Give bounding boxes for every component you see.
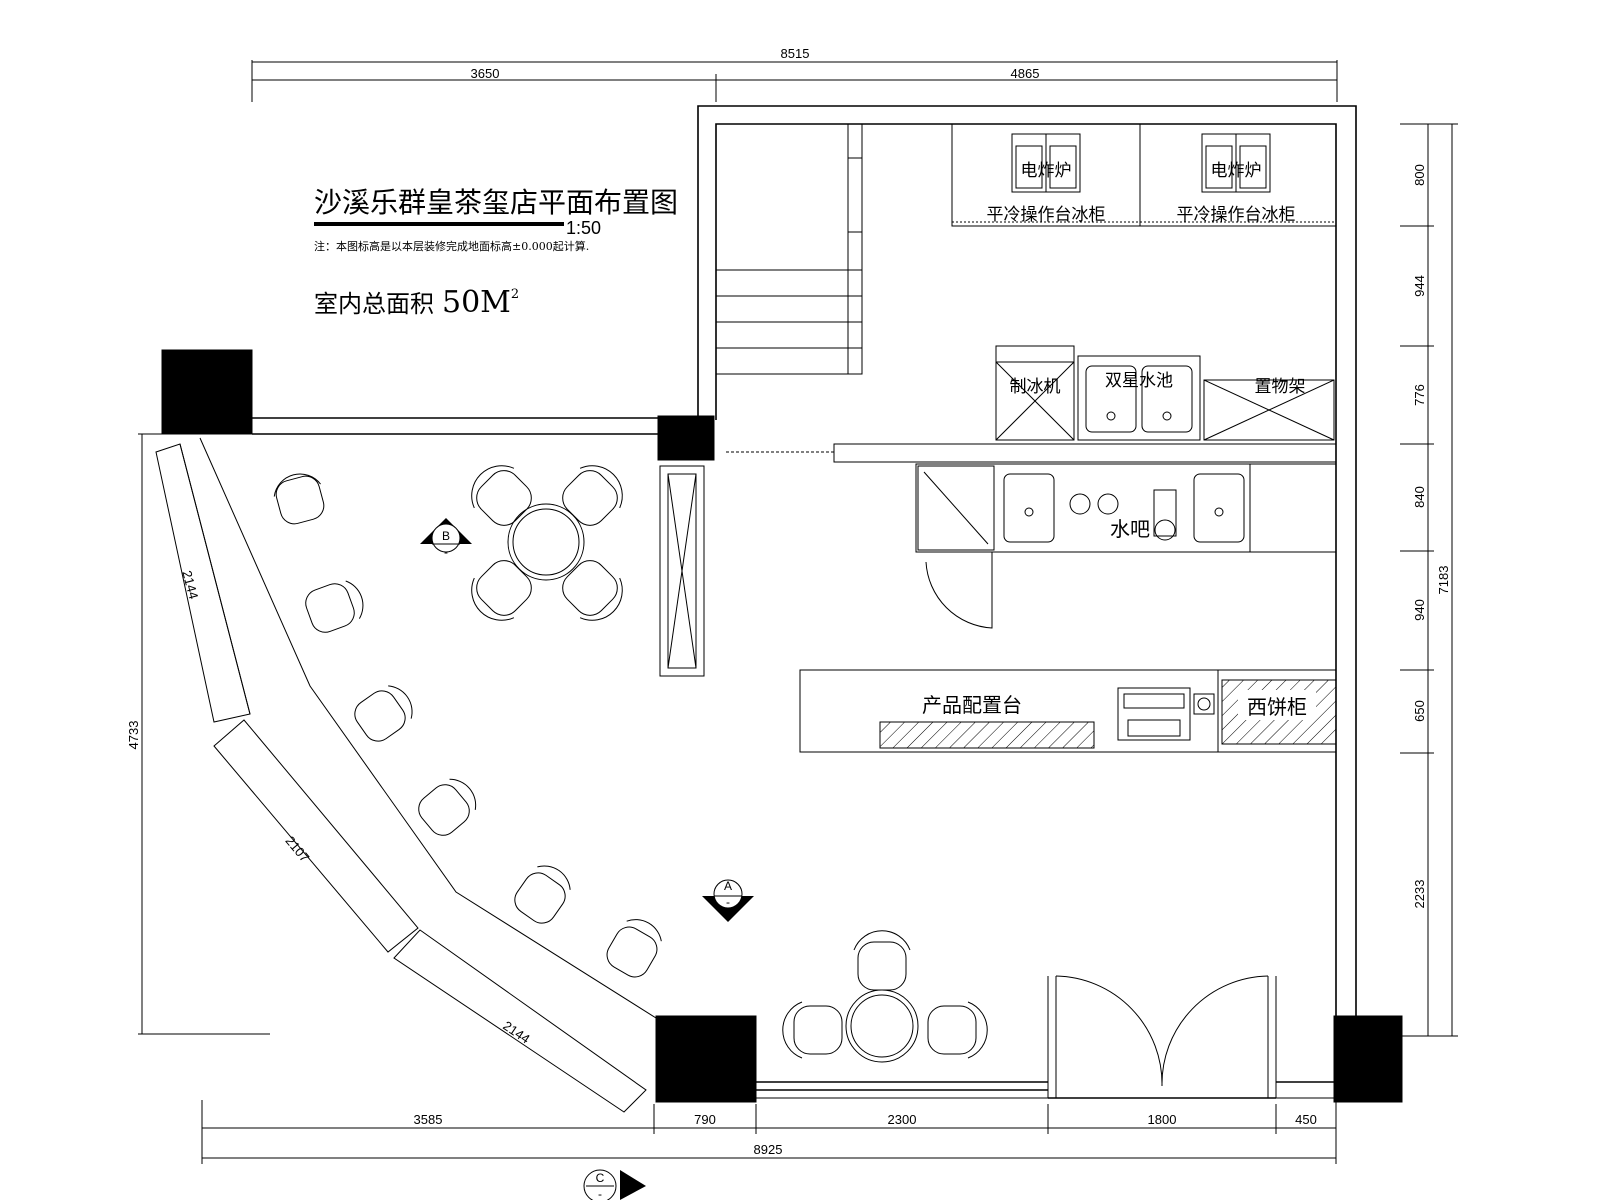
svg-text:-: -	[444, 545, 448, 559]
shelf-label: 置物架	[1255, 377, 1306, 397]
dim-top-total: 8515	[781, 46, 810, 61]
svg-text:-: -	[598, 1187, 602, 1200]
chair	[927, 1001, 988, 1059]
dim-right-3: 776	[1412, 384, 1427, 406]
dim-right-6: 650	[1412, 700, 1427, 722]
chair	[418, 778, 477, 836]
dim-bench-1: 2144	[179, 569, 201, 601]
fridge-1-label: 平冷操作台冰柜	[987, 205, 1106, 225]
pillars	[161, 349, 1403, 1103]
section-mark-b: B -	[420, 518, 472, 559]
kitchen-middle-row: 制冰机 双星水池 置物架	[995, 345, 1335, 441]
dim-right-total: 7183	[1436, 566, 1451, 595]
dim-right-4: 840	[1412, 486, 1427, 508]
stairs	[715, 123, 863, 375]
walls	[252, 105, 1357, 1099]
chair	[562, 465, 623, 526]
dim-left-total: 4733	[126, 721, 141, 750]
fryer-1-label: 电炸炉	[1021, 161, 1072, 181]
dim-bottom-3: 2300	[888, 1112, 917, 1127]
entrance-doors	[1047, 975, 1277, 1098]
drawing-note: 注：本图标高是以本层装修完成地面标高±0.000起计算.	[314, 239, 589, 253]
fridge-2-label: 平冷操作台冰柜	[1177, 205, 1296, 225]
section-mark-b-label: B	[442, 529, 450, 543]
dim-top-right: 4865	[1011, 66, 1040, 81]
chair	[853, 930, 911, 991]
chair	[471, 465, 532, 526]
dim-right-2: 944	[1412, 275, 1427, 297]
dim-right-5: 940	[1412, 599, 1427, 621]
dimension-left: 4733	[126, 433, 270, 1035]
dim-right-1: 800	[1412, 164, 1427, 186]
display-partition	[659, 465, 705, 677]
round-table	[845, 989, 919, 1063]
pillar-sw	[655, 1015, 757, 1103]
chair	[782, 1001, 843, 1059]
dim-bottom-1: 3585	[414, 1112, 443, 1127]
chair	[354, 685, 413, 742]
drawing-scale: 1:50	[566, 218, 601, 238]
dim-top-left: 3650	[471, 66, 500, 81]
chair	[471, 560, 532, 621]
chair	[562, 560, 623, 621]
dim-right-7: 2233	[1412, 880, 1427, 909]
pillar-center	[657, 415, 715, 461]
dim-bench-3: 2144	[500, 1018, 532, 1047]
double-sink-label: 双星水池	[1105, 371, 1173, 391]
table-set-b	[471, 465, 623, 621]
chair	[305, 580, 364, 633]
chair	[514, 865, 571, 924]
ice-machine-label: 制冰机	[1010, 377, 1061, 397]
dim-bottom-total: 8925	[754, 1142, 783, 1157]
table-set-front	[782, 930, 988, 1063]
kitchen-back-counter: 电炸炉 电炸炉 平冷操作台冰柜 平冷操作台冰柜	[951, 123, 1337, 227]
chair	[606, 919, 662, 978]
dimension-top: 8515 3650 4865	[251, 46, 1338, 102]
section-mark-a: A -	[702, 879, 754, 922]
ice-machine: 制冰机	[995, 345, 1075, 441]
dimension-right: 800 944 776 840 940 650 2233 7183	[1360, 123, 1458, 1037]
product-station-label: 产品配置台	[922, 693, 1022, 717]
shelf: 置物架	[1203, 377, 1335, 441]
dim-bottom-5: 450	[1295, 1112, 1317, 1127]
bench: 2144 2107 2144	[155, 437, 657, 1113]
dim-bottom-4: 1800	[1148, 1112, 1177, 1127]
fryer-2-label: 电炸炉	[1211, 161, 1262, 181]
section-mark-c: C -	[583, 1169, 646, 1200]
section-mark-a-label: A	[724, 879, 732, 893]
fryer-1: 电炸炉	[1011, 133, 1081, 193]
product-station: 产品配置台 西饼柜	[799, 669, 1337, 753]
water-bar: 水吧	[726, 443, 1337, 629]
drawing-title: 沙溪乐群皇茶玺店平面布置图	[314, 186, 678, 219]
dim-bottom-2: 790	[694, 1112, 716, 1127]
water-bar-label: 水吧	[1110, 517, 1150, 541]
round-table	[507, 503, 585, 581]
dimension-bottom: 3585 790 2300 1800 450 8925	[201, 1100, 1337, 1164]
fryer-2: 电炸炉	[1201, 133, 1271, 193]
dim-bench-2: 2107	[282, 833, 312, 865]
double-sink: 双星水池	[1077, 355, 1201, 441]
pillar-se	[1333, 1015, 1403, 1103]
section-mark-c-label: C	[596, 1171, 605, 1185]
svg-text:-: -	[726, 895, 730, 909]
title-block: 沙溪乐群皇茶玺店平面布置图 1:50 注：本图标高是以本层装修完成地面标高±0.…	[314, 186, 678, 320]
pillar-nw	[161, 349, 253, 435]
chair	[273, 473, 325, 525]
bench-chairs	[273, 473, 662, 978]
cake-cabinet-label: 西饼柜	[1247, 695, 1307, 719]
